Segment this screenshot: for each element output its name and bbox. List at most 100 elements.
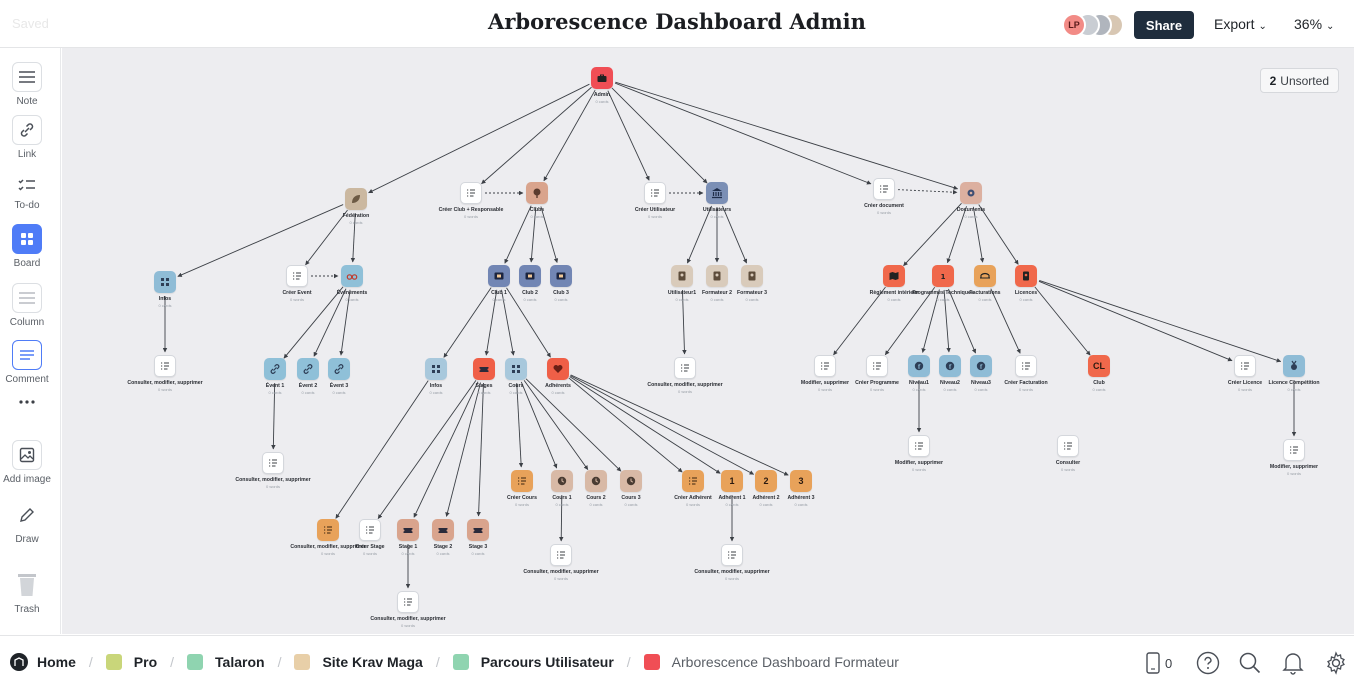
connector-cours-to-creer-cours[interactable]: [516, 382, 524, 468]
connector-adherents-to-creer-adherent[interactable]: [568, 377, 683, 473]
connector-documents-to-programmes[interactable]: [946, 206, 967, 264]
comment-tool[interactable]: Comment: [0, 340, 54, 385]
search-button[interactable]: [1238, 652, 1262, 674]
connector-utilisateurs-to-formateur3[interactable]: [722, 205, 748, 264]
add-image-tool[interactable]: Add image: [0, 440, 54, 485]
connector-federation-to-infos-fed[interactable]: [177, 204, 344, 277]
share-button[interactable]: Share: [1134, 11, 1194, 39]
connector-admin-to-utilisateurs[interactable]: [611, 87, 708, 184]
connector-documents-to-facturations[interactable]: [972, 206, 985, 263]
connector-clubs-to-club1[interactable]: [504, 205, 532, 264]
zoom-menu[interactable]: 36%⌄: [1294, 16, 1334, 32]
connector-facturations-to-creer-facturation[interactable]: [990, 288, 1021, 354]
notifications-button[interactable]: [1282, 652, 1304, 675]
connector-club1-to-cours[interactable]: [501, 289, 515, 356]
trash-tool[interactable]: Trash: [0, 570, 54, 615]
connector-evenements-to-event1[interactable]: [283, 286, 344, 359]
connector-adherents-to-adherent3[interactable]: [570, 374, 789, 476]
connector-creer-document-to-documents[interactable]: [897, 189, 958, 195]
note-tool[interactable]: Note: [0, 62, 54, 107]
connector-cours-to-cours3[interactable]: [525, 378, 622, 472]
connector-admin-to-creer-club[interactable]: [481, 86, 592, 185]
todo-tool[interactable]: To-do: [0, 170, 54, 211]
connector-admin-to-documents[interactable]: [615, 81, 959, 190]
connector-federation-to-evenements[interactable]: [350, 212, 356, 263]
help-button[interactable]: [1196, 651, 1220, 675]
unsorted-button[interactable]: 2 Unsorted: [1259, 68, 1339, 93]
connector-federation-to-creer-event[interactable]: [305, 209, 348, 266]
connector-evenements-to-event3[interactable]: [339, 289, 351, 356]
connector-clubs-to-club2[interactable]: [529, 206, 537, 263]
connector-admin-to-creer-document[interactable]: [614, 82, 872, 185]
board-tool[interactable]: Board: [0, 224, 54, 269]
connector-evenements-to-event2[interactable]: [313, 288, 347, 357]
connector-cours-to-cours1[interactable]: [520, 381, 558, 469]
connector-admin-to-creer-utilisateur[interactable]: [607, 90, 650, 181]
more-tools-button[interactable]: [0, 395, 54, 409]
connector-licences-to-licence-competition[interactable]: [1039, 280, 1282, 363]
connector-licences-to-creer-licence[interactable]: [1038, 280, 1233, 362]
collaborator-avatars[interactable]: LP: [1062, 13, 1126, 37]
device-preview-button[interactable]: 0: [1146, 652, 1172, 674]
connector-club1-to-stages[interactable]: [484, 289, 498, 356]
connector-club1-to-infos-club[interactable]: [443, 287, 492, 358]
connector-licences-to-club-cl[interactable]: [1034, 286, 1091, 356]
connector-documents-to-licences[interactable]: [978, 204, 1019, 265]
breadcrumb-item-pro[interactable]: Pro: [105, 654, 157, 670]
connector-programmes-to-niveau1[interactable]: [921, 289, 940, 353]
connector-programmes-to-creer-programme[interactable]: [884, 287, 936, 356]
connector-programmes-to-niveau2[interactable]: [943, 289, 951, 353]
connector-adherents-to-adherent1[interactable]: [569, 376, 721, 474]
connector-cours-to-cours2[interactable]: [523, 380, 589, 470]
connector-club1-to-adherents[interactable]: [506, 287, 551, 358]
connector-admin-to-clubs[interactable]: [543, 89, 596, 182]
connector-stages-to-stage1[interactable]: [413, 381, 479, 518]
connector-stages-to-stage2[interactable]: [445, 382, 481, 517]
connector-admin-to-federation[interactable]: [368, 83, 590, 194]
connector-stages-to-stage3[interactable]: [476, 382, 484, 517]
breadcrumb-item-talaron[interactable]: Talaron: [187, 654, 265, 670]
column-tool[interactable]: Column: [0, 283, 54, 328]
breadcrumb-item-parcours-utilisateur[interactable]: Parcours Utilisateur: [452, 654, 614, 670]
connector-infos-club-to-consulter-stages[interactable]: [335, 380, 429, 519]
